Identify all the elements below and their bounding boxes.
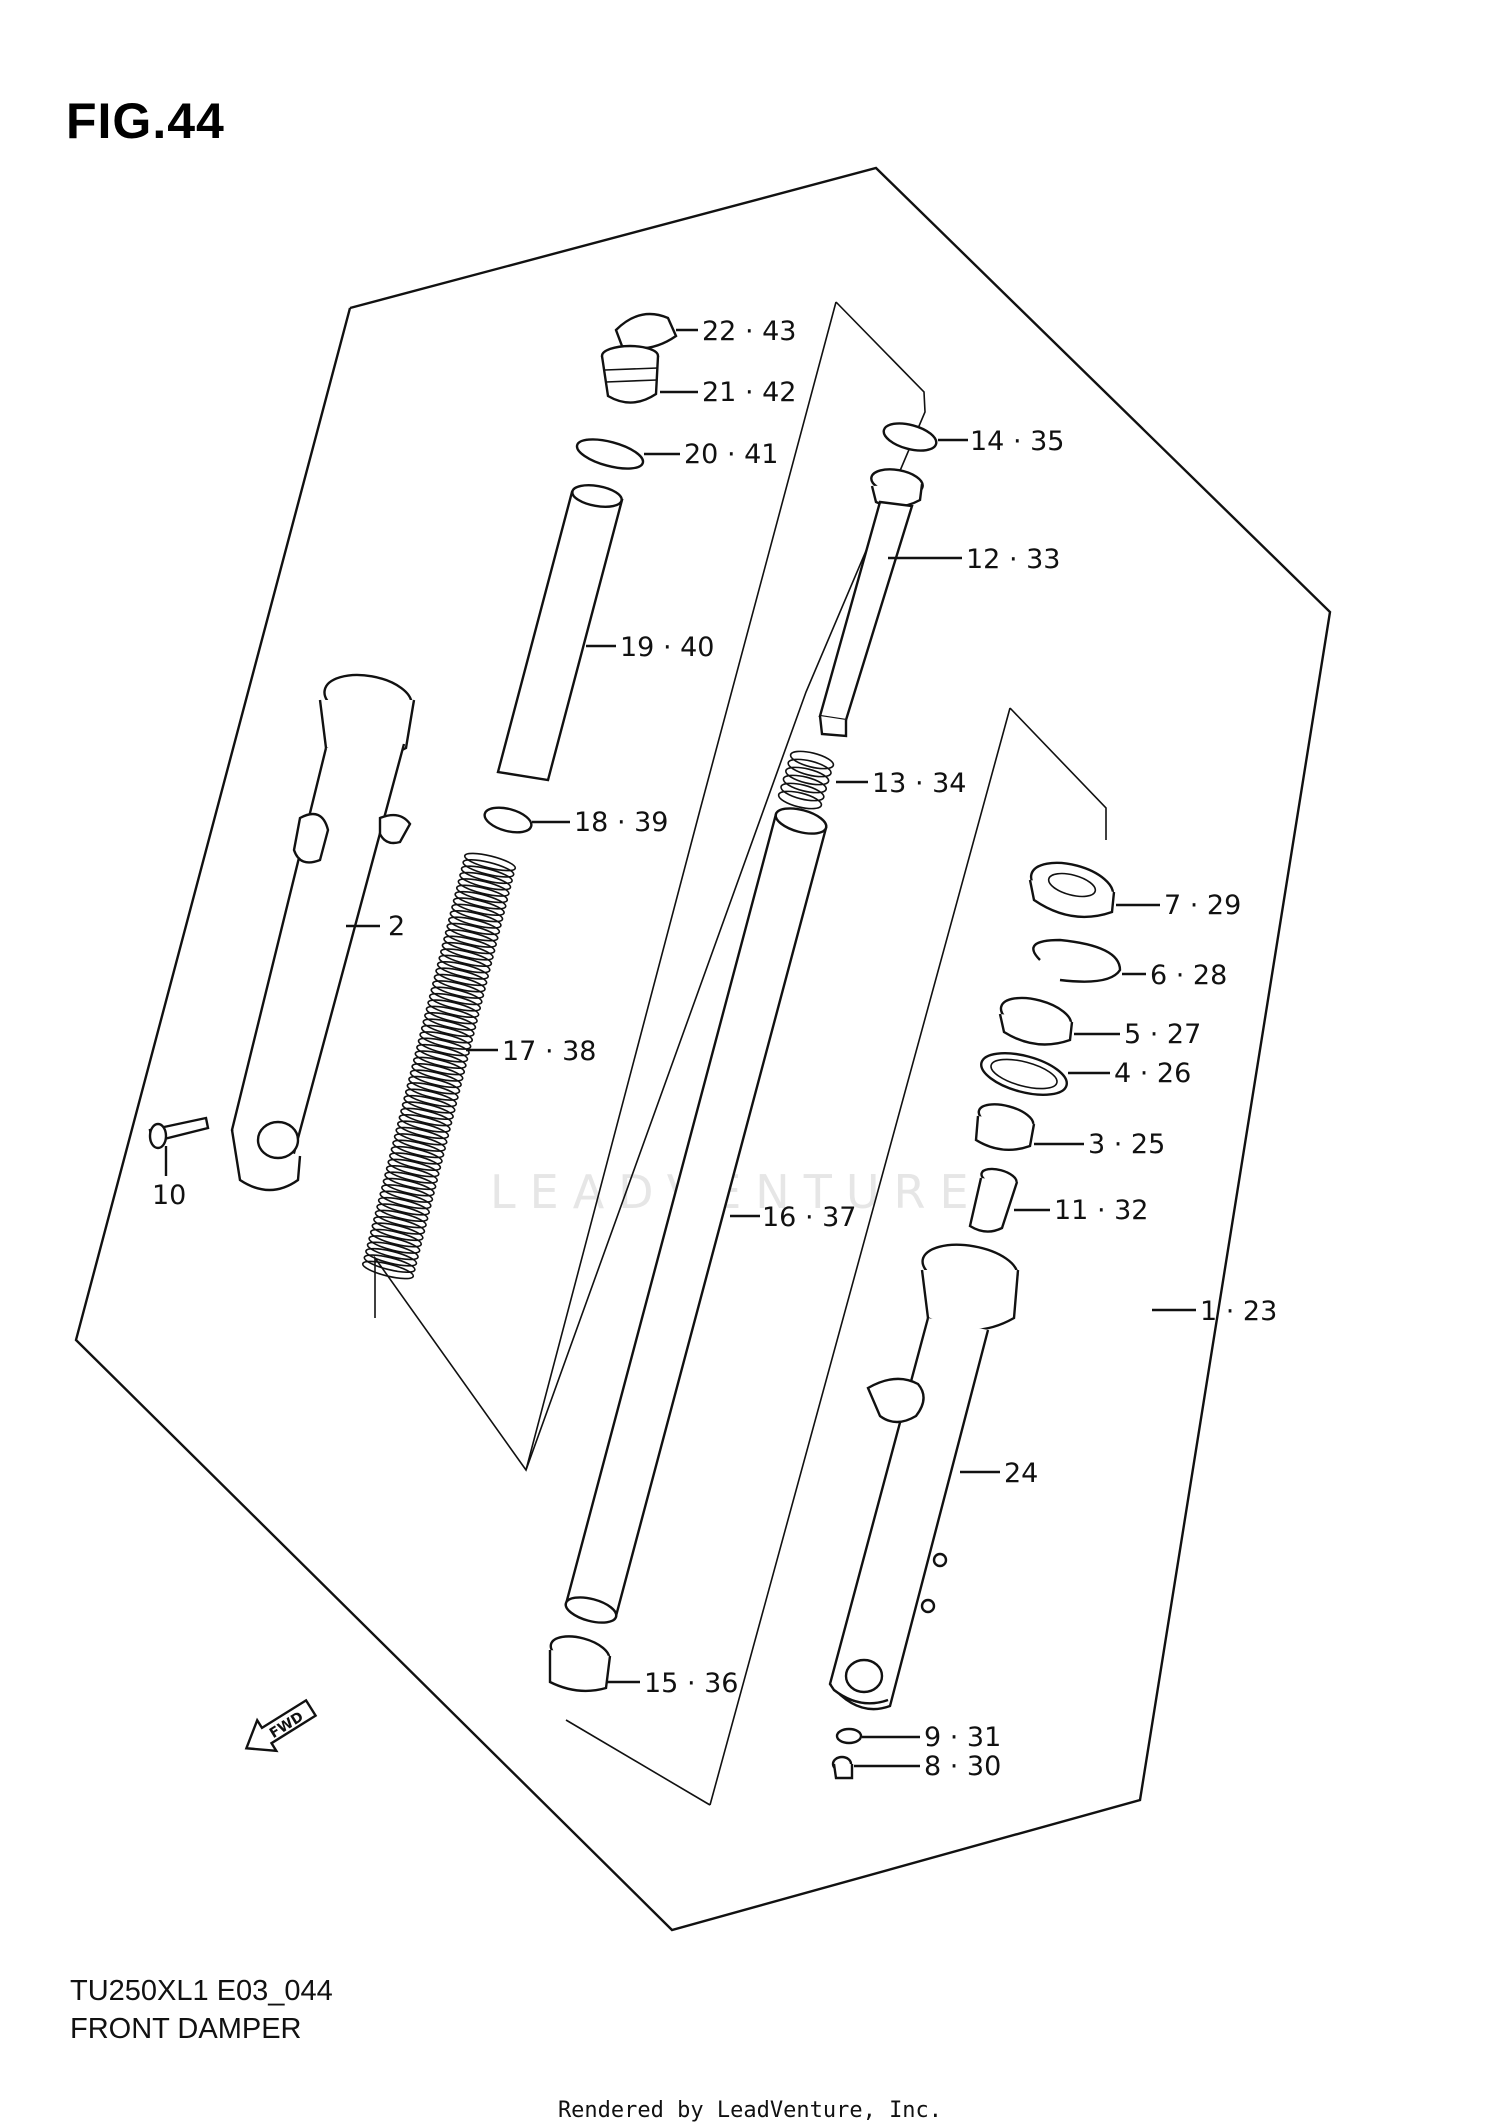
- assembly-boundary-right: [1009, 707, 1107, 840]
- callout-8-30: 8 · 30: [924, 1751, 1001, 1782]
- rendered-by-credit: Rendered by LeadVenture, Inc.: [557, 2098, 943, 2123]
- callout-6-28: 6 · 28: [1150, 960, 1227, 991]
- callout-4-26: 4 · 26: [1114, 1058, 1191, 1089]
- part-rebound-spring: [777, 750, 835, 810]
- part-outer-tube-right: [828, 1243, 1020, 1711]
- part-ring-top: [882, 422, 968, 452]
- model-code: TU250XL1 E03_044: [70, 1975, 333, 2007]
- part-drain-bolt: [831, 1755, 920, 1780]
- callout-19-40: 19 · 40: [620, 632, 714, 663]
- fwd-arrow-icon: FWD: [244, 1698, 318, 1753]
- boundary-inner-left: [699, 301, 837, 811]
- part-o-ring: [575, 438, 680, 470]
- callout-2: 2: [388, 911, 405, 942]
- boundary-right-bottom: [565, 1719, 711, 1806]
- part-inner-tube: [564, 807, 828, 1624]
- part-circlip: [1032, 938, 1146, 983]
- callout-13-34: 13 · 34: [872, 768, 966, 799]
- part-damper-rod: [818, 468, 962, 738]
- assembly-boundary-outer: [74, 166, 1332, 1932]
- boundary-right-left: [709, 707, 1011, 1806]
- part-spacer-tube: [496, 484, 624, 782]
- part-fork-spring: [361, 852, 517, 1280]
- callout-3-25: 3 · 25: [1088, 1129, 1165, 1160]
- callout-24: 24: [1004, 1458, 1038, 1489]
- part-washer: [483, 806, 570, 834]
- callout-21-42: 21 · 42: [702, 377, 796, 408]
- part-oil-seal: [1028, 861, 1160, 919]
- callout-17-38: 17 · 38: [502, 1036, 596, 1067]
- part-bolt: [600, 344, 698, 404]
- figure-title: FIG.44: [66, 93, 225, 149]
- callout-15-36: 15 · 36: [644, 1668, 738, 1699]
- part-guide-bushing: [974, 1103, 1084, 1152]
- callout-1-23: 1 · 23: [1200, 1296, 1277, 1327]
- callout-7-29: 7 · 29: [1164, 890, 1241, 921]
- callout-11-32: 11 · 32: [1054, 1195, 1148, 1226]
- callout-20-41: 20 · 41: [684, 439, 778, 470]
- callout-18-39: 18 · 39: [574, 807, 668, 838]
- callout-5-27: 5 · 27: [1124, 1019, 1201, 1050]
- callout-10: 10: [152, 1180, 186, 1211]
- callout-14-35: 14 · 35: [970, 426, 1064, 457]
- part-bushing-bottom: [548, 1635, 640, 1693]
- part-cap: [614, 312, 698, 350]
- part-ring-washer: [980, 1052, 1110, 1096]
- part-small-bolt: [148, 1116, 210, 1176]
- part-outer-tube-left: [230, 673, 416, 1192]
- callout-9-31: 9 · 31: [924, 1722, 1001, 1753]
- boundary-inner-lower: [525, 809, 701, 1471]
- callout-22-43: 22 · 43: [702, 316, 796, 347]
- part-seal-washer: [998, 996, 1120, 1046]
- part-oil-lock-piece: [968, 1167, 1050, 1233]
- callout-16-37: 16 · 37: [762, 1202, 856, 1233]
- part-drain-washer: [835, 1727, 920, 1745]
- callout-12-33: 12 · 33: [966, 544, 1060, 575]
- section-name: FRONT DAMPER: [70, 2013, 302, 2045]
